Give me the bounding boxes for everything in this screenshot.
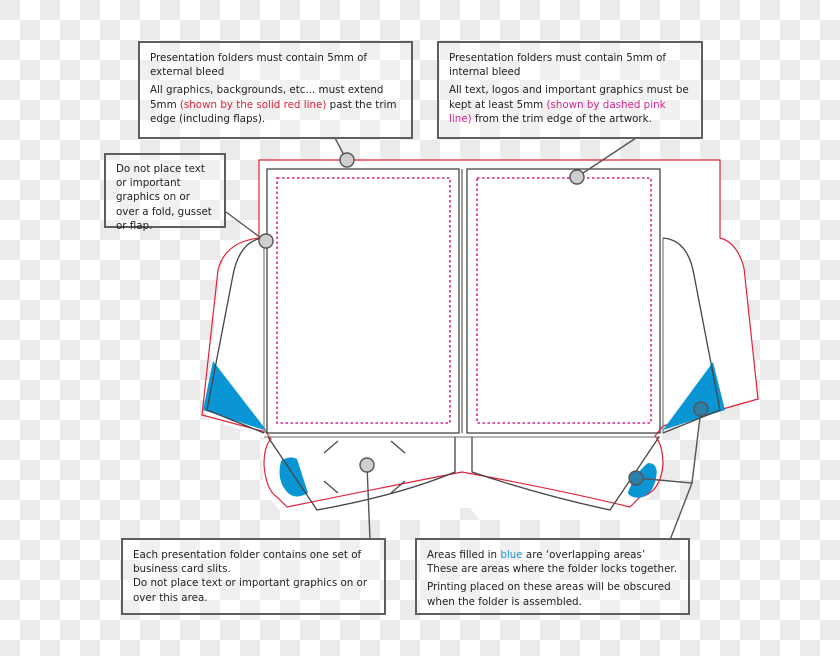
overlap-text-end: are ‘overlapping areas’: [522, 549, 646, 561]
right-panel-trim: [466, 168, 661, 434]
marker-overlap-flap: [693, 401, 709, 417]
marker-internal-bleed: [569, 169, 585, 185]
pink-line-note: (shown by dashed pink line): [449, 98, 666, 125]
internal-bleed-body: All text, logos and important graphics m…: [449, 83, 691, 126]
left-pocket-trim: [267, 436, 456, 511]
internal-bleed-title: Presentation folders must contain 5mm of…: [449, 52, 667, 79]
external-bleed-text: All graphics, backgrounds, etc... must e…: [150, 84, 384, 111]
right-pocket-trim: [471, 436, 660, 511]
folder-bleed-area: [206, 160, 758, 520]
overlap-line2: These are areas where the folder locks t…: [427, 563, 677, 576]
internal-bleed-text-end: from the trim edge of the artwork.: [471, 112, 652, 125]
business-card-line2: Do not place text or important graphics …: [133, 577, 368, 604]
overlap-line1: Areas filled in blue are ‘overlapping ar…: [427, 548, 678, 562]
external-bleed-title: Presentation folders must contain 5mm of…: [150, 52, 368, 79]
external-bleed-text-end: past the trim edge (including flaps).: [150, 98, 397, 125]
left-flap-trim: [206, 237, 265, 434]
blue-word: blue: [500, 549, 523, 561]
internal-bleed-text: All text, logos and important graphics m…: [449, 84, 689, 111]
fold-text: Do not place text or important graphics …: [116, 163, 212, 232]
left-panel-trim: [266, 168, 460, 434]
right-flap-trim: [662, 237, 721, 434]
business-card-line1: Each presentation folder contains one se…: [133, 549, 362, 576]
callout-external-bleed: Presentation folders must contain 5mm of…: [138, 41, 413, 139]
marker-business-card: [359, 457, 375, 473]
marker-fold: [258, 233, 274, 249]
overlap-area-right-flap: [663, 362, 725, 430]
external-bleed-body: All graphics, backgrounds, etc... must e…: [150, 83, 401, 126]
overlap-text: Areas filled in: [427, 549, 501, 561]
overlap-line3: Printing placed on these areas will be o…: [427, 581, 671, 608]
callout-internal-bleed: Presentation folders must contain 5mm of…: [437, 41, 703, 139]
callout-overlap: Areas filled in blue are ‘overlapping ar…: [415, 538, 690, 615]
right-panel-safe-line: [476, 177, 652, 424]
marker-overlap-pocket: [628, 470, 644, 486]
red-line-note: (shown by the solid red line): [179, 98, 327, 111]
callout-business-card: Each presentation folder contains one se…: [121, 538, 386, 615]
business-card-slits: [323, 440, 406, 494]
callout-fold: Do not place text or important graphics …: [104, 153, 226, 232]
left-panel-safe-line: [276, 177, 451, 424]
marker-external-bleed: [339, 152, 355, 168]
overlap-area-left-flap: [203, 361, 267, 431]
